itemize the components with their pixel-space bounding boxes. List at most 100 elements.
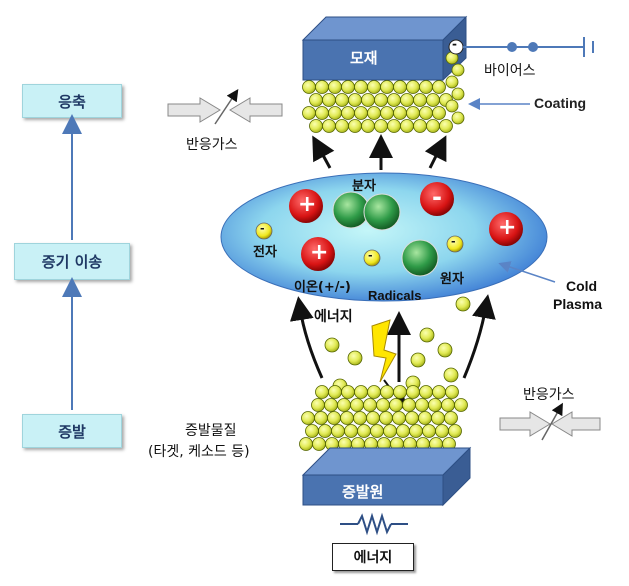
electron-1: [255, 222, 273, 240]
positive-ion-2: [489, 212, 523, 246]
coating-particle: [354, 106, 368, 120]
source-particle: [353, 411, 367, 425]
coating-particle: [426, 93, 440, 107]
coating-particle: [393, 106, 407, 120]
source-block: [301, 446, 472, 507]
vapor-particle: [410, 352, 426, 368]
source-particle: [341, 385, 355, 399]
source-particle: [383, 424, 397, 438]
step-vapor-transport-label: 증기 이송: [41, 253, 103, 271]
electron-label: 전자: [253, 245, 277, 260]
coating-particle: [413, 93, 427, 107]
coating-particle: [309, 93, 323, 107]
coating-particle: [451, 63, 465, 77]
lightning-icon: [371, 319, 397, 383]
coating-particle: [315, 80, 329, 94]
source-particle: [337, 398, 351, 412]
vapor-arrows: [289, 294, 496, 382]
coating-particle: [374, 119, 388, 133]
coating-particle: [367, 106, 381, 120]
reactive-gas-top-label: 반응가스: [186, 137, 238, 153]
bias-circuit: [463, 37, 594, 57]
coating-particle: [361, 93, 375, 107]
coating-particle: [439, 119, 453, 133]
source-material-particles: [299, 385, 468, 451]
coating-particle: [419, 80, 433, 94]
coating-particle: [413, 119, 427, 133]
source-particle: [370, 424, 384, 438]
source-particle: [328, 385, 342, 399]
source-particle: [301, 411, 315, 425]
coating-particle: [393, 80, 407, 94]
source-particle: [340, 411, 354, 425]
coating-particle: [380, 80, 394, 94]
coating-particle: [426, 119, 440, 133]
coating-particle: [400, 119, 414, 133]
step-condensation-label: 응축: [58, 92, 86, 111]
coating-particle: [348, 119, 362, 133]
source-particle: [324, 398, 338, 412]
ion-label: 이온(+/-): [294, 280, 351, 295]
source-particle: [357, 424, 371, 438]
source-particle: [389, 398, 403, 412]
electron-2: [363, 249, 381, 267]
vapor-particle: [324, 337, 340, 353]
vapor-particle: [347, 350, 363, 366]
reactive-gas-arrow-bottom: [499, 402, 601, 441]
bias-label: 바이어스: [484, 63, 536, 79]
energy-input-box: 에너지: [332, 543, 414, 571]
vapor-particle: [419, 327, 435, 343]
coating-particle: [328, 80, 342, 94]
source-particle: [350, 398, 364, 412]
radicals-label: Radicals: [368, 288, 422, 303]
coating-particles: [302, 51, 465, 133]
source-particle: [419, 385, 433, 399]
source-particle: [327, 411, 341, 425]
coating-particle: [341, 80, 355, 94]
coating-particle: [419, 106, 433, 120]
source-particle: [318, 424, 332, 438]
positive-ion-2-sign: +: [498, 215, 517, 240]
step-condensation: 응축: [22, 84, 122, 118]
source-particle: [331, 424, 345, 438]
source-particle: [344, 424, 358, 438]
cold-plasma-label-line2: Plasma: [553, 296, 603, 312]
source-label: 증발원: [342, 483, 384, 501]
coating-particle: [309, 119, 323, 133]
coating-particle: [335, 93, 349, 107]
step-evaporation-label: 증발: [58, 422, 86, 441]
coating-particle: [322, 119, 336, 133]
coating-particle: [354, 80, 368, 94]
source-particle: [393, 385, 407, 399]
vapor-particle: [443, 367, 459, 383]
electron-3: [446, 235, 464, 253]
molecule-atom-a: [332, 191, 370, 229]
vapor-particles: [324, 296, 471, 394]
heater-icon: [340, 512, 408, 536]
energy-arrow-label: 에너지: [314, 309, 353, 325]
source-particle: [409, 424, 423, 438]
source-material-label-line1: 증발물질: [185, 423, 237, 439]
source-particle: [444, 411, 458, 425]
source-particle: [312, 437, 326, 451]
atom-label: 원자: [440, 272, 464, 287]
coating-particle: [380, 106, 394, 120]
source-particle: [422, 424, 436, 438]
coating-particle: [406, 106, 420, 120]
source-particle: [418, 411, 432, 425]
deposition-arrows: [312, 134, 447, 170]
source-particle: [432, 385, 446, 399]
positive-ion-3-sign: +: [310, 240, 329, 265]
source-particle: [311, 398, 325, 412]
energy-input-label: 에너지: [353, 550, 393, 566]
source-particle: [380, 385, 394, 399]
source-particle: [445, 385, 459, 399]
source-particle: [441, 398, 455, 412]
cold-plasma-label-line1: Cold: [566, 278, 598, 294]
source-particle: [314, 411, 328, 425]
coating-particle: [335, 119, 349, 133]
coating-particle: [406, 80, 420, 94]
source-particle: [392, 411, 406, 425]
